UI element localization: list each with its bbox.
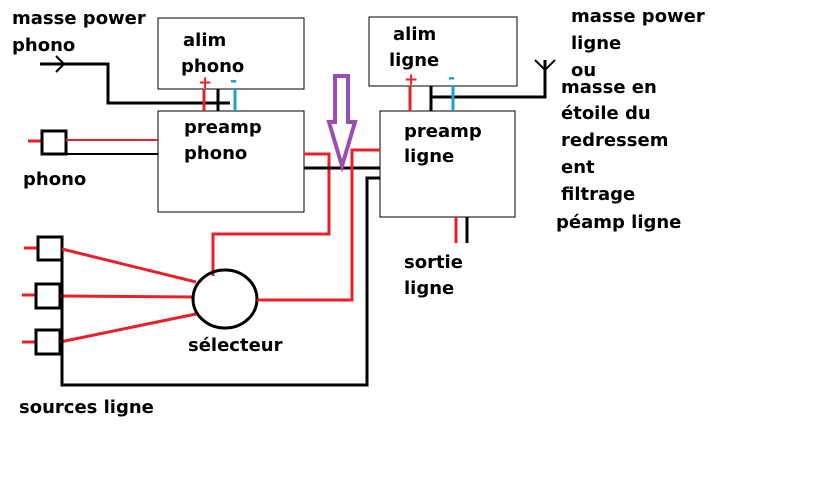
line-source-jack-2 xyxy=(22,282,62,310)
preamp-phono-label: preamp phono xyxy=(184,117,268,164)
ground-arrow-icon xyxy=(55,55,66,73)
phono-input-label: phono xyxy=(23,169,86,190)
preamp-ligne-box xyxy=(379,110,516,218)
alim-ligne-minus-sign: - xyxy=(448,68,455,88)
masse-power-phono-label: masse power phono xyxy=(12,8,152,56)
selector-circle-icon xyxy=(191,268,259,330)
alim-phono-label: alim phono xyxy=(181,30,244,77)
line-sources-ground xyxy=(60,176,380,387)
alim-phono-plus-sign: + xyxy=(198,73,212,93)
line-source-jack-1 xyxy=(24,235,64,262)
masse-power-ligne-label: masse power ligne ou masse en étoile du … xyxy=(556,6,711,233)
antenna-ground-icon xyxy=(534,59,556,72)
source-2-wire xyxy=(59,294,194,299)
masse-power-phono-wire xyxy=(40,55,230,105)
phono-jack xyxy=(28,129,158,156)
jack-connector-icon xyxy=(34,282,62,310)
alim-ligne-plus-sign: + xyxy=(404,70,418,90)
preamp-phono-box xyxy=(157,110,305,213)
jack-connector-icon xyxy=(36,235,64,262)
preamp-ligne-label: preamp ligne xyxy=(404,121,488,167)
source-3-wire xyxy=(59,312,197,344)
jack-connector-icon xyxy=(34,328,62,356)
alim-phono-minus-sign: - xyxy=(230,71,237,91)
masse-power-ligne-wire xyxy=(430,59,556,99)
alim-ligne-box xyxy=(368,16,518,87)
source-1-wire xyxy=(61,247,197,284)
jack-connector-icon xyxy=(40,129,68,156)
selector-out-signal xyxy=(257,148,380,302)
alim-ligne-label: alim ligne xyxy=(389,24,443,71)
selecteur-label: sélecteur xyxy=(188,335,283,356)
down-arrow-icon xyxy=(326,74,358,174)
sortie-ligne-label: sortie ligne xyxy=(404,252,469,299)
alim-phono-box xyxy=(157,17,305,90)
line-source-jack-3 xyxy=(22,328,62,356)
sources-ligne-label: sources ligne xyxy=(19,397,154,418)
preamp-phono-out-signal xyxy=(211,152,331,276)
